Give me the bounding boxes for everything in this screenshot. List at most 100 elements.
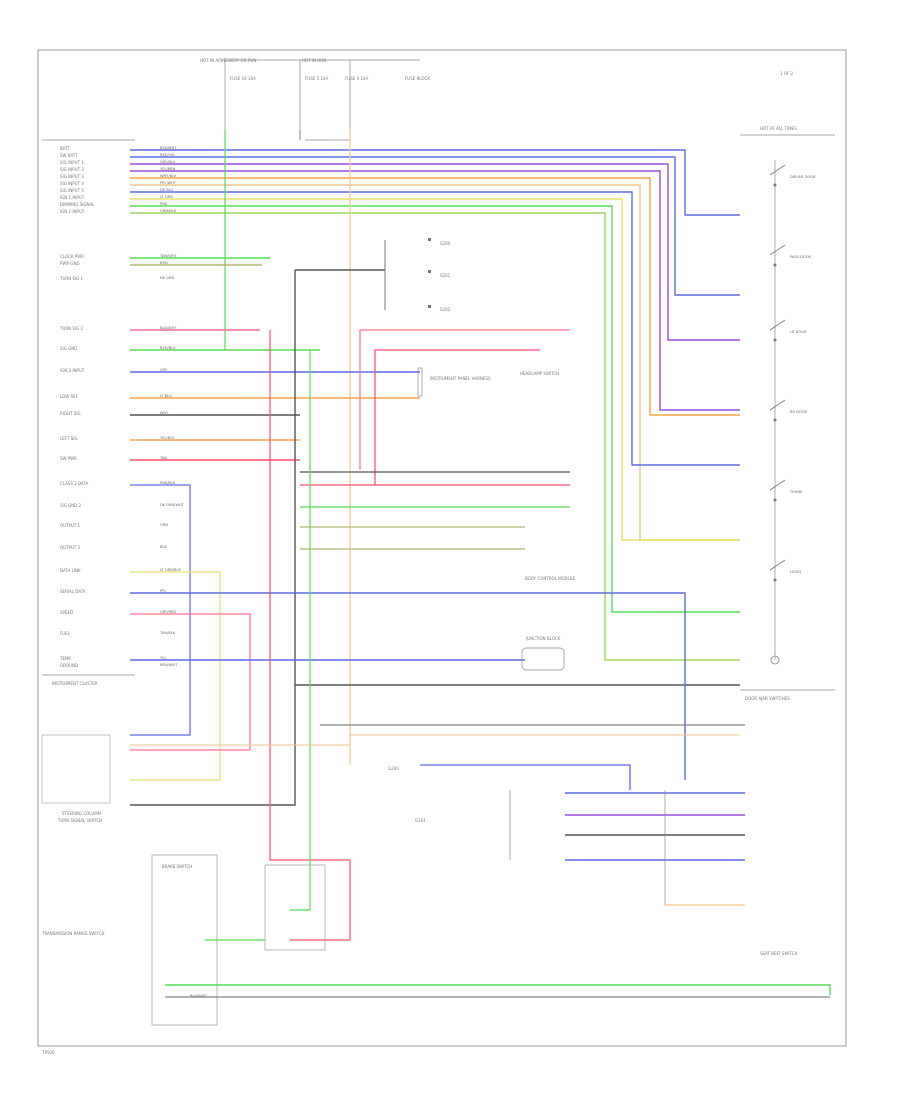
right-mid-label: DOOR AJAR SWITCHES [745,696,790,701]
door-switch-blade [769,244,786,256]
top-bundle-wire [130,184,740,541]
wire-code-label: PNK [160,202,168,206]
left-pin-label: SIG INPUT 4 [60,181,84,186]
top-bundle-wire [130,198,740,541]
left-pin-label: FUEL [60,631,71,636]
diagram-frame [37,49,847,1047]
left-pin-label: SPEED [60,610,73,615]
header-hot-run: HOT IN RUN [302,58,326,63]
pin-label-layer: BATT BLK/WHT SW BATT RED/YEL SIG INPUT 1 GRY/… [59,146,185,668]
wire-code-label: TAN [159,456,167,460]
seat-belt-label: SEAT BELT SWITCH [760,951,798,956]
pink-loop-wire [130,613,251,751]
door-switch-blade [769,164,786,176]
relay-block-body [521,647,565,671]
wire-code-label: DK GRN/WHT [160,503,185,507]
left-pin-label: SIG INPUT 5 [60,188,84,193]
top-bundle-wire [130,156,740,296]
door-switch-blade [769,399,786,411]
wire-layer [130,130,831,998]
left-pin-label: LEFT SIG [60,436,78,441]
door-switch-label: LR DOOR [790,330,807,334]
connector-pin-2 [428,270,431,273]
wire-code-label: YEL/BLK [160,436,175,440]
wire-code-label: DK BLU [160,188,174,192]
footer-code: TP500 [41,1050,55,1055]
left-pin-label: CLOCK PWR [60,254,84,259]
brake-switch-body [151,854,218,1026]
left-pin-label: TURN SIG 2 [59,326,84,331]
wire-code-label: LT GRN/BLK [160,568,181,572]
door-switch-label: RR DOOR [790,410,808,414]
wire-code-label: WHT/BLK [160,174,177,178]
splice-2-label: S201 [440,273,451,278]
door-switch [769,319,786,342]
fuse-label-2: FUSE 5 10A [305,76,328,81]
splice-1-label: S200 [440,241,451,246]
left-pin-label: PWR GND [60,261,80,266]
pink-connector-wire [359,329,570,470]
wire-code-label: ORN [160,523,168,527]
page-indicator: 1 OF 2 [780,71,794,76]
wire-code-label: TAN/WHT [159,254,178,258]
left-pin-label: DATA LINK [60,568,81,573]
top-bundle-wire [130,212,740,661]
door-switch-label: PASS DOOR [790,255,812,259]
header-hot-accessory: HOT IN ACCESSORY OR RUN [200,58,256,63]
wire-code-label: BRN [160,261,168,265]
left-pin-label: LOW REF [60,394,79,399]
seatbelt-blue-wire [420,764,631,790]
ground-right-label: G201 [415,818,426,823]
top-bundle-wire [130,149,740,216]
switch-mid-label: HEADLAMP SWITCH [520,371,559,376]
splice-3-label: S202 [440,307,451,312]
left-pin-label: SIG INPUT 1 [60,160,84,165]
left-pin-label: SIG INPUT 2 [60,167,84,172]
door-switch-blade [769,479,786,491]
harness-connector-body [417,367,423,397]
wire-code-label: RED/YEL [160,153,175,157]
left-pin-label: TEMP [59,656,71,661]
door-switch [769,479,786,502]
wire-code-label: PPL [160,589,166,593]
left-pin-label: SW BATT [60,153,78,158]
wire-code-label: BLK [160,545,167,549]
left-pin-label: RIGHT SIG [60,411,81,416]
trans-range-label: TRANSMISSION RANGE SWITCH [41,931,105,936]
door-switch-blade [769,559,786,571]
left-pin-label: SIG GND [60,346,77,351]
wire-code-label: RED/BLK [160,346,176,350]
connector-pin-3 [428,305,431,308]
top-bundle-wire [130,163,740,341]
cluster-title: INSTRUMENT CLUSTER [52,681,98,686]
relay-block-label: JUNCTION BLOCK [525,636,561,641]
wire-code-label: YEL [160,656,166,660]
left-pin-label: OUTPUT 2 [60,545,81,550]
wire-code-label: BRN/WHT [160,663,178,667]
wire-code-label: BLK/WHT [160,146,177,150]
wire-code-label: GRY/RED [160,610,176,614]
left-pin-label: BATT [60,146,71,151]
wire-code-label: LT BLU [160,394,172,398]
left-pin-label: IGN 2 INPUT [60,209,85,214]
wire-code-label: GRY/BLU [160,160,176,164]
door-switch [769,399,786,422]
turn-switch-box [41,734,111,804]
relay-block: JUNCTION BLOCK [521,636,565,671]
left-pin-label: GROUND [60,663,78,668]
harness-connector-label: INSTRUMENT PANEL HARNESS [430,376,491,381]
turn-switch-sub: TURN SIGNAL SWITCH [57,818,102,823]
blue-loop-wire [130,484,191,736]
door-switch-contact [773,183,777,187]
fuse-label-1: FUSE 16 10A [230,76,256,81]
wire-code-label: TAN/BLK [159,631,176,635]
left-pin-label: SW PWR [60,456,77,461]
door-switch-contact [773,498,777,502]
fuse-block-label: FUSE BLOCK [405,76,430,81]
brake-switch-label: BRAKE SWITCH [162,864,192,869]
peach-long-wire [130,734,740,746]
top-bundle-wire [130,170,740,411]
door-switch-contact [773,578,777,582]
door-switch [769,164,786,187]
